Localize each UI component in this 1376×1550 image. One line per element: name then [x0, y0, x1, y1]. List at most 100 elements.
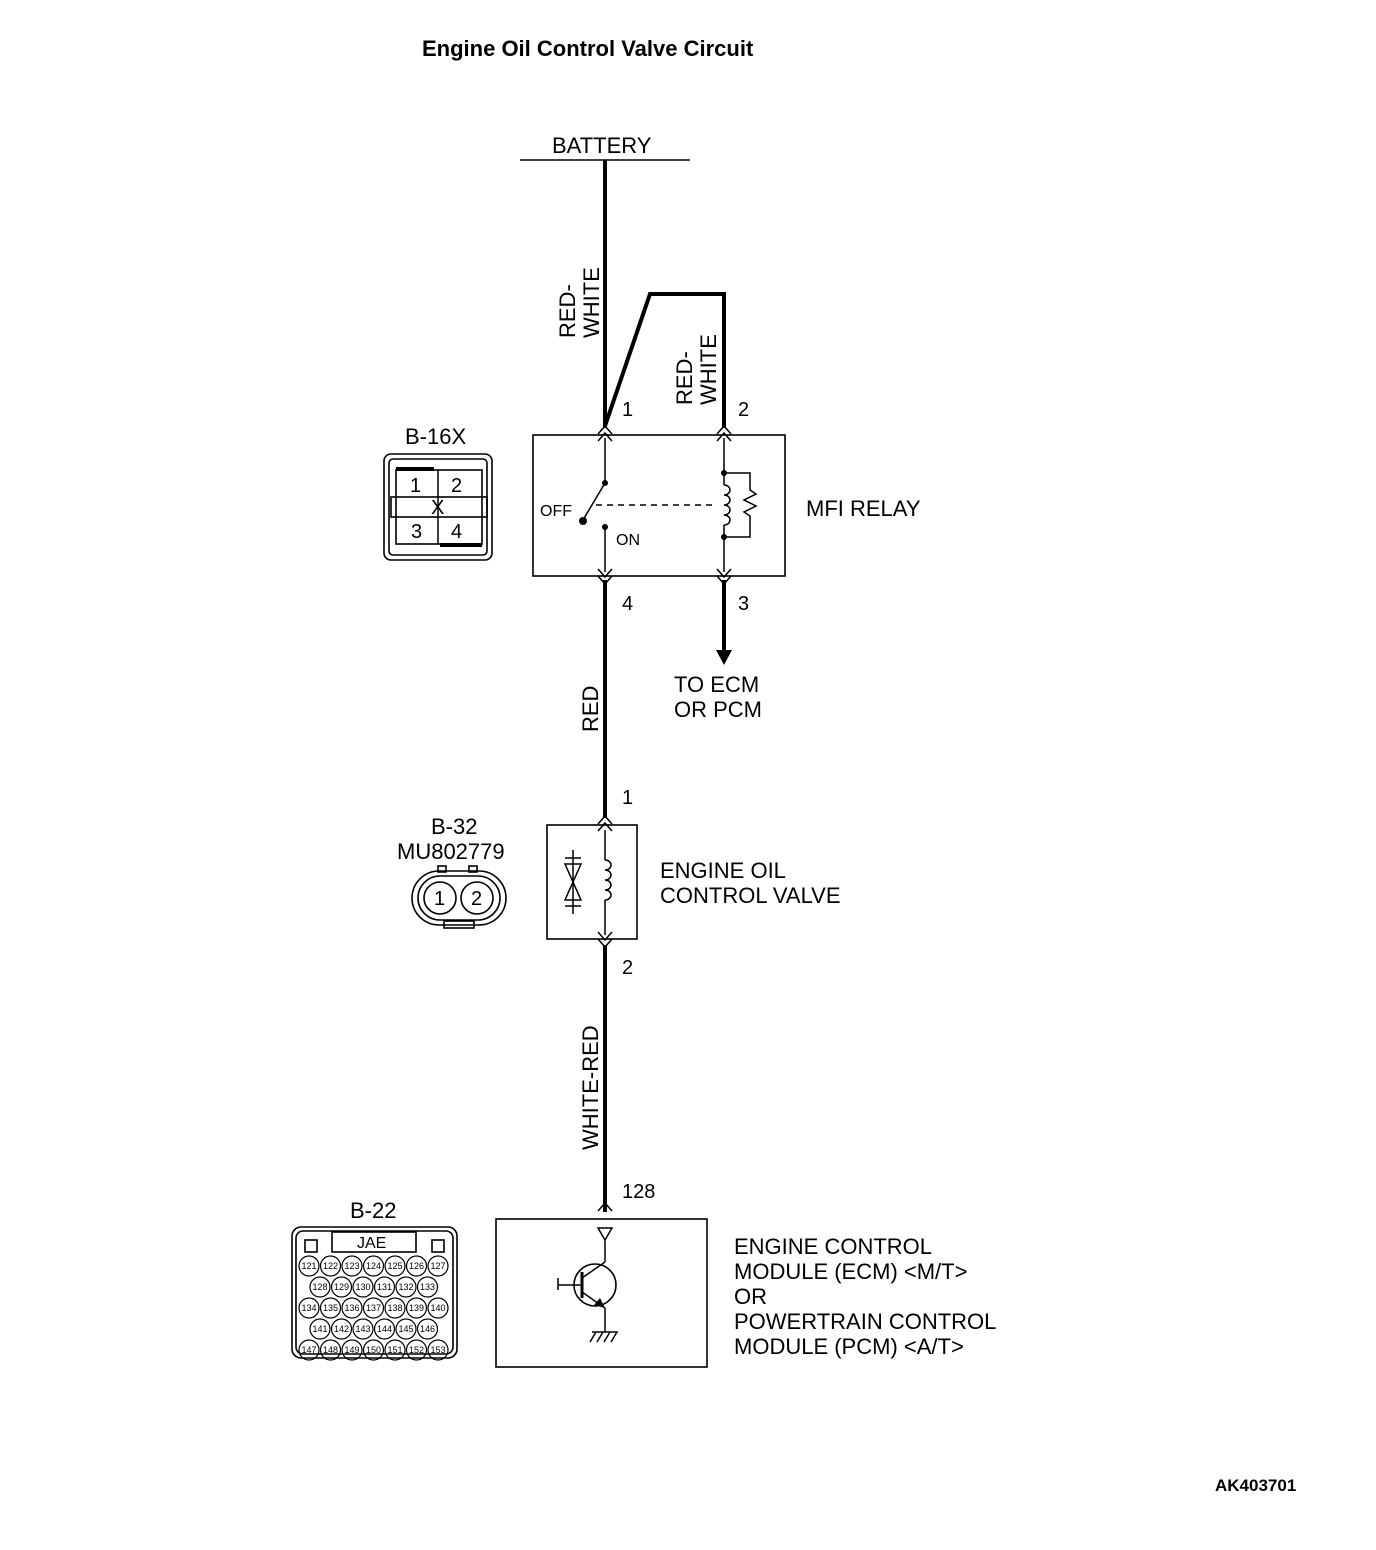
module-line1: ENGINE CONTROL [734, 1234, 932, 1259]
module-line3: OR [734, 1284, 767, 1309]
wire-color-red: RED [578, 686, 603, 732]
b16x-cell-2: 2 [451, 475, 462, 497]
b22-pin-circle [362, 1255, 385, 1277]
b22-pin-circle [384, 1297, 406, 1319]
b22-pin-circle [341, 1297, 363, 1319]
to-ecm-line1: TO ECM [674, 672, 759, 697]
wire-color-red-white-2: RED- WHITE [672, 334, 721, 405]
wire-color-line: WHITE [579, 267, 604, 338]
diagram-title: Engine Oil Control Valve Circuit [422, 36, 754, 61]
b22-pin-label: 138 [387, 1303, 402, 1313]
wire-to-ecm [716, 580, 732, 665]
b22-pin-grid: 121 122 123 124 125 126 127 128 129 130 131 132 133 1… [298, 1255, 449, 1361]
b22-pin-label: 128 [312, 1282, 327, 1292]
b22-pin-label: 139 [409, 1303, 424, 1313]
battery-label: BATTERY [552, 133, 652, 158]
b22-pin-label: 145 [398, 1324, 413, 1334]
b22-pin-circle [319, 1297, 342, 1319]
relay-pin-4: 4 [622, 593, 633, 615]
b22-pin-label: 134 [301, 1303, 316, 1313]
wire-color-line: WHITE [696, 334, 721, 405]
wire-battery-to-relay [603, 160, 726, 428]
b22-pin-circle [298, 1297, 320, 1319]
b22-pin-circle [373, 1318, 396, 1340]
b22-pin-label: 122 [323, 1261, 338, 1271]
connector-b22-label: B-22 [350, 1198, 396, 1223]
figure-code: AK403701 [1215, 1476, 1296, 1495]
connector-b32: B-32 MU802779 1 2 [397, 814, 507, 929]
b32-cell-1: 1 [434, 888, 445, 910]
wire-color-line: RED- [672, 351, 697, 405]
b16x-cell-4: 4 [451, 521, 462, 543]
b22-pin-label: 140 [430, 1303, 445, 1313]
module-pin-128: 128 [622, 1181, 655, 1203]
relay-pin-2: 2 [738, 399, 749, 421]
b22-pin-label: 144 [377, 1324, 392, 1334]
b22-pin-label: 137 [366, 1303, 381, 1313]
b22-pin-label: 136 [344, 1303, 359, 1313]
b22-pin-label: 123 [344, 1261, 359, 1271]
b22-pin-label: 133 [420, 1282, 435, 1292]
b22-pin-circle [427, 1255, 449, 1277]
b22-pin-label: 150 [366, 1345, 381, 1355]
b22-pin-circle [319, 1339, 342, 1361]
battery-symbol: BATTERY [520, 133, 690, 161]
b22-pin-circle [373, 1276, 396, 1298]
mfi-relay-name: MFI RELAY [806, 496, 921, 521]
valve-pin-2: 2 [622, 957, 633, 979]
b22-pin-circle [341, 1339, 363, 1361]
engine-control-module [495, 1201, 708, 1368]
b22-pin-circle [298, 1255, 320, 1277]
b22-pin-circle [395, 1276, 417, 1298]
b22-pin-circle [319, 1255, 342, 1277]
mfi-relay: OFF ON [532, 424, 786, 586]
wire-color-red-white-1: RED- WHITE [555, 267, 604, 338]
b22-pin-label: 153 [430, 1345, 445, 1355]
b22-pin-circle [362, 1297, 385, 1319]
b22-pin-circle [330, 1318, 353, 1340]
b22-pin-circle [405, 1297, 428, 1319]
b22-pin-circle [352, 1318, 374, 1340]
b22-pin-circle [405, 1255, 428, 1277]
connector-b16x-label: B-16X [405, 424, 466, 449]
b22-pin-label: 127 [430, 1261, 445, 1271]
b22-pin-circle [427, 1339, 449, 1361]
b22-pin-label: 130 [355, 1282, 370, 1292]
b22-pin-label: 148 [323, 1345, 338, 1355]
b22-pin-circle [341, 1255, 363, 1277]
relay-pin-3: 3 [738, 593, 749, 615]
b22-pin-label: 149 [344, 1345, 359, 1355]
connector-b32-label: B-32 [431, 814, 477, 839]
b22-pin-label: 124 [366, 1261, 381, 1271]
b22-pin-label: 152 [409, 1345, 424, 1355]
switch-on-label: ON [616, 532, 640, 549]
engine-oil-control-valve [546, 814, 638, 949]
wire-color-white-red: WHITE-RED [578, 1025, 603, 1150]
b22-pin-circle [352, 1276, 374, 1298]
module-line4: POWERTRAIN CONTROL [734, 1309, 996, 1334]
b22-pin-circle [427, 1297, 449, 1319]
wire-color-line: RED- [555, 284, 580, 338]
relay-pin-1: 1 [622, 399, 633, 421]
b22-pin-label: 135 [323, 1303, 338, 1313]
valve-name-line1: ENGINE OIL [660, 858, 786, 883]
b22-pin-circle [395, 1318, 417, 1340]
b22-pin-label: 132 [398, 1282, 413, 1292]
valve-name-line2: CONTROL VALVE [660, 883, 841, 908]
valve-pin-1: 1 [622, 787, 633, 809]
b16x-cell-x: X [431, 497, 444, 519]
b22-pin-label: 129 [334, 1282, 349, 1292]
b22-pin-circle [330, 1276, 353, 1298]
connector-b32-part: MU802779 [397, 839, 505, 864]
b22-pin-circle [309, 1276, 331, 1298]
b22-pin-label: 131 [377, 1282, 392, 1292]
b16x-cell-1: 1 [410, 475, 421, 497]
b22-pin-circle [309, 1318, 331, 1340]
b22-pin-label: 121 [301, 1261, 316, 1271]
b22-pin-label: 126 [409, 1261, 424, 1271]
b32-cell-2: 2 [471, 888, 482, 910]
b22-pin-circle [384, 1255, 406, 1277]
b22-pin-label: 125 [387, 1261, 402, 1271]
connector-b16x: B-16X 1 2 X 3 4 [383, 424, 493, 561]
